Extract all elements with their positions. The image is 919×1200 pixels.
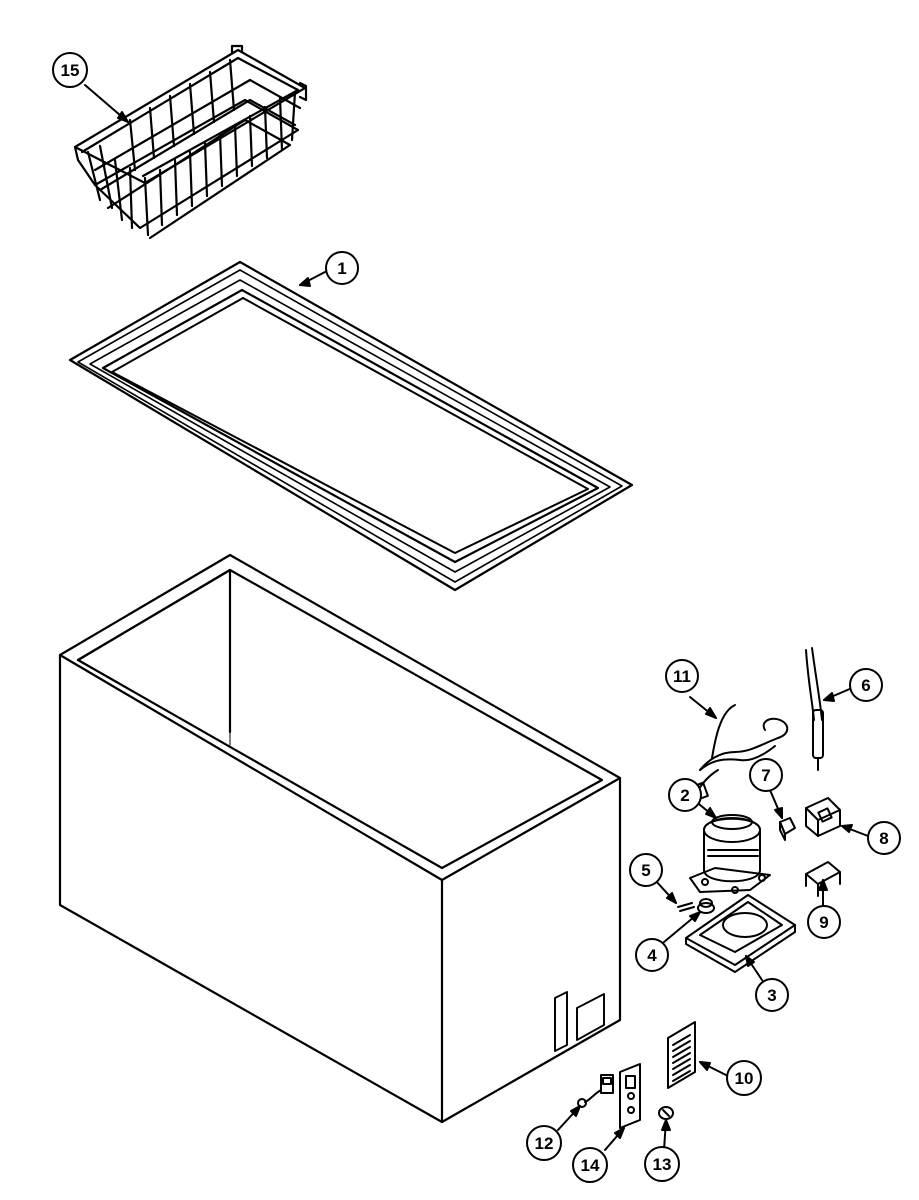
compressor-base-plate	[685, 894, 796, 973]
relay	[779, 817, 796, 841]
callout-10: 10	[726, 1060, 762, 1096]
callout-3: 3	[755, 978, 789, 1012]
callout-label: 2	[680, 786, 689, 805]
callout-6: 6	[849, 668, 883, 702]
control-panel	[619, 1063, 641, 1129]
callout-1: 1	[325, 251, 359, 285]
wire-basket	[73, 44, 308, 240]
gasket	[68, 260, 634, 592]
callout-8: 8	[867, 821, 901, 855]
callout-14: 14	[572, 1147, 608, 1183]
overload-bracket	[805, 797, 841, 837]
callout-label: 15	[61, 61, 80, 80]
freezer-cabinet	[58, 553, 622, 1124]
callout-label: 5	[641, 861, 650, 880]
light-socket	[577, 1074, 614, 1108]
grille	[667, 1021, 696, 1089]
callout-label: 12	[535, 1134, 554, 1153]
callout-11: 11	[665, 659, 699, 693]
callout-label: 7	[761, 766, 770, 785]
callout-12: 12	[526, 1125, 562, 1161]
knob	[658, 1106, 674, 1120]
callout-4: 4	[635, 938, 669, 972]
callout-label: 3	[767, 986, 776, 1005]
compressor	[689, 814, 771, 894]
callout-label: 14	[581, 1156, 600, 1175]
callout-7: 7	[749, 758, 783, 792]
callout-label: 4	[647, 946, 657, 965]
thermostat-probe	[805, 647, 824, 771]
grommet	[697, 898, 715, 914]
callout-5: 5	[629, 853, 663, 887]
callout-label: 13	[653, 1155, 672, 1174]
callout-label: 11	[673, 667, 691, 686]
callout-13: 13	[644, 1146, 680, 1182]
callout-15: 15	[52, 52, 88, 88]
clip	[677, 902, 695, 912]
callout-label: 8	[879, 829, 888, 848]
callout-label: 1	[337, 259, 346, 278]
callout-label: 6	[861, 676, 870, 695]
callout-2: 2	[668, 778, 702, 812]
power-cord	[687, 704, 789, 803]
callout-label: 9	[819, 913, 828, 932]
callout-9: 9	[807, 905, 841, 939]
callout-label: 10	[735, 1069, 754, 1088]
